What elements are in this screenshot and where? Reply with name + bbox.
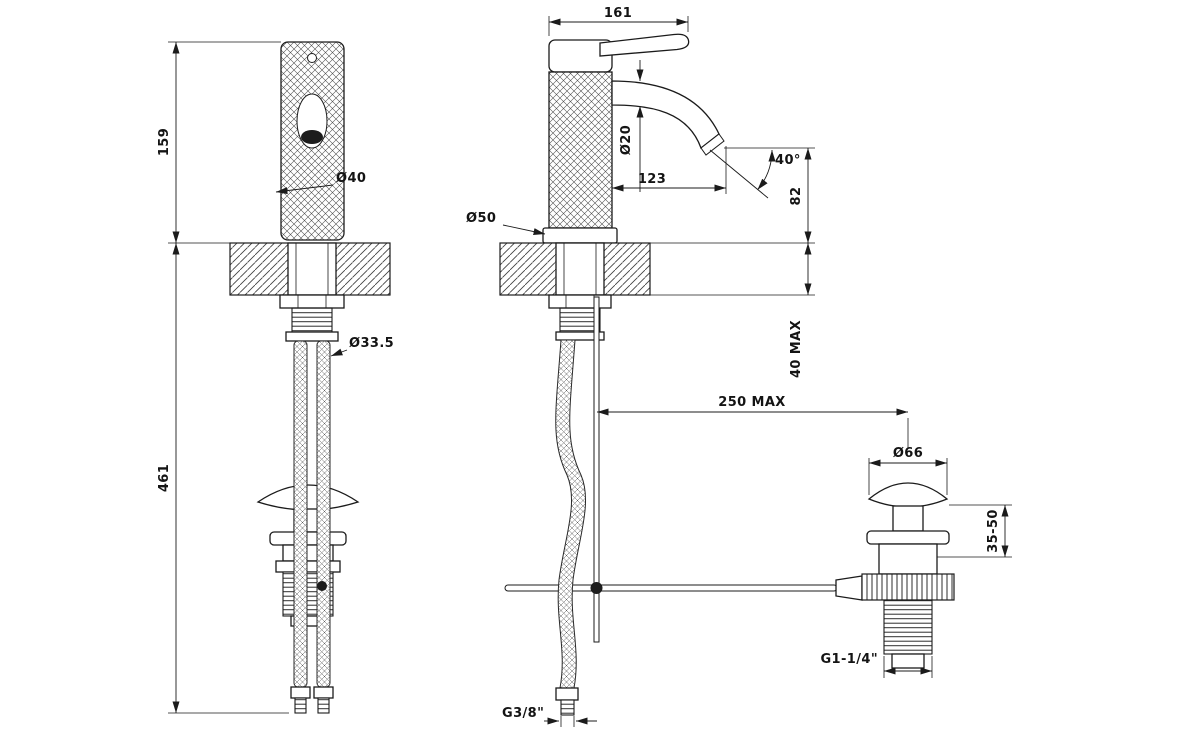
side-hose-nut bbox=[555, 687, 579, 701]
detail-drain-cap bbox=[867, 482, 949, 508]
dim-reach-250-max: 250 MAX bbox=[718, 395, 785, 410]
detail-drain-waste-body bbox=[878, 543, 938, 575]
front-view: 159 461 Ø40 Ø33.5 bbox=[157, 41, 394, 714]
side-hose-thread bbox=[560, 699, 575, 716]
dim-dia-33-5: Ø33.5 bbox=[349, 336, 394, 351]
side-shank bbox=[555, 242, 605, 296]
dim-reach-123: 123 bbox=[638, 172, 666, 187]
stream-angle-line bbox=[709, 149, 769, 199]
front-washer bbox=[285, 331, 339, 342]
side-popup-rod-assembly bbox=[504, 296, 838, 643]
detail-drain-stem bbox=[892, 505, 924, 532]
front-hose-thread-right bbox=[317, 697, 330, 714]
front-hose-thread-left bbox=[294, 697, 307, 714]
side-faucet-body bbox=[542, 33, 725, 244]
front-extension-lines bbox=[168, 41, 289, 714]
side-mounting-nut bbox=[548, 294, 612, 309]
front-mounting-deck bbox=[229, 242, 391, 342]
side-shank-lines bbox=[563, 243, 597, 295]
side-spout-aerator bbox=[700, 133, 725, 156]
ext-g38 bbox=[560, 716, 575, 727]
side-horizontal-rod bbox=[504, 584, 838, 592]
front-drain-cap bbox=[256, 484, 360, 511]
front-top-screw-hole bbox=[307, 53, 317, 63]
front-nut-lines bbox=[297, 295, 327, 308]
dim-thread-g114: G1-1/4" bbox=[820, 652, 878, 667]
front-threaded-shank bbox=[291, 307, 333, 333]
drain-detail-view: Ø66 35-50 G1-1/4" bbox=[820, 446, 1012, 678]
side-supply-hose bbox=[555, 339, 587, 716]
dim-thread-g38: G3/8" bbox=[502, 706, 544, 721]
dim-length-461: 461 bbox=[157, 464, 172, 492]
front-faucet-body bbox=[280, 41, 345, 241]
detail-drain-flange bbox=[866, 530, 950, 545]
detail-drain-thread bbox=[883, 599, 933, 655]
dim-width-161: 161 bbox=[604, 6, 632, 21]
front-supply-hoses bbox=[290, 340, 334, 714]
side-handle-lever bbox=[599, 33, 690, 57]
detail-knurled-locknut bbox=[861, 573, 955, 601]
dim-angle-40: 40° bbox=[775, 153, 801, 168]
front-hose-nut-right bbox=[313, 686, 334, 699]
detail-dimensions: Ø66 35-50 G1-1/4" bbox=[820, 446, 1012, 678]
angle-arc bbox=[757, 149, 776, 191]
front-aerator bbox=[301, 130, 323, 144]
leader-dia-50 bbox=[502, 224, 546, 236]
detail-pivot-port bbox=[835, 575, 863, 601]
dim-height-82: 82 bbox=[789, 187, 804, 206]
leader-dia-40 bbox=[275, 184, 334, 195]
side-lift-rod bbox=[593, 296, 600, 643]
front-drain-setscrew bbox=[317, 581, 327, 591]
side-washer bbox=[555, 331, 605, 341]
dim-dia-20: Ø20 bbox=[619, 125, 634, 155]
side-view: 161 Ø20 123 40° 82 40 MAX Ø50 bbox=[466, 6, 909, 727]
dim-dia-66: Ø66 bbox=[893, 446, 923, 461]
front-mounting-nut bbox=[279, 294, 345, 309]
side-body-knurled bbox=[548, 71, 613, 229]
side-rod-ball-joint bbox=[590, 582, 603, 594]
side-base-collar bbox=[542, 227, 618, 244]
front-hose-left bbox=[293, 340, 308, 688]
dim-range-35-50: 35-50 bbox=[986, 509, 1001, 553]
side-threaded-shank bbox=[559, 307, 601, 333]
side-hose bbox=[555, 339, 587, 689]
leader-dia-33-5 bbox=[330, 348, 348, 357]
detail-drain-tailpiece bbox=[891, 653, 925, 669]
front-hose-nut-left bbox=[290, 686, 311, 699]
front-hose-right bbox=[316, 340, 331, 688]
detail-drain-body bbox=[835, 482, 955, 669]
dim-dia-50: Ø50 bbox=[466, 211, 496, 226]
front-drain-flange bbox=[269, 531, 347, 546]
dim-dia-40: Ø40 bbox=[336, 171, 366, 186]
side-dimensions: 161 Ø20 123 40° 82 40 MAX Ø50 bbox=[466, 6, 909, 727]
front-dimensions: 159 461 Ø40 Ø33.5 bbox=[157, 41, 394, 714]
front-shank-lines bbox=[295, 243, 329, 295]
ext-82 bbox=[650, 147, 815, 244]
dim-height-159: 159 bbox=[157, 128, 172, 156]
front-popup-drain bbox=[256, 484, 360, 627]
front-shank bbox=[287, 242, 337, 296]
side-mounting-deck bbox=[499, 242, 651, 341]
dim-depth-40-max: 40 MAX bbox=[789, 320, 804, 378]
